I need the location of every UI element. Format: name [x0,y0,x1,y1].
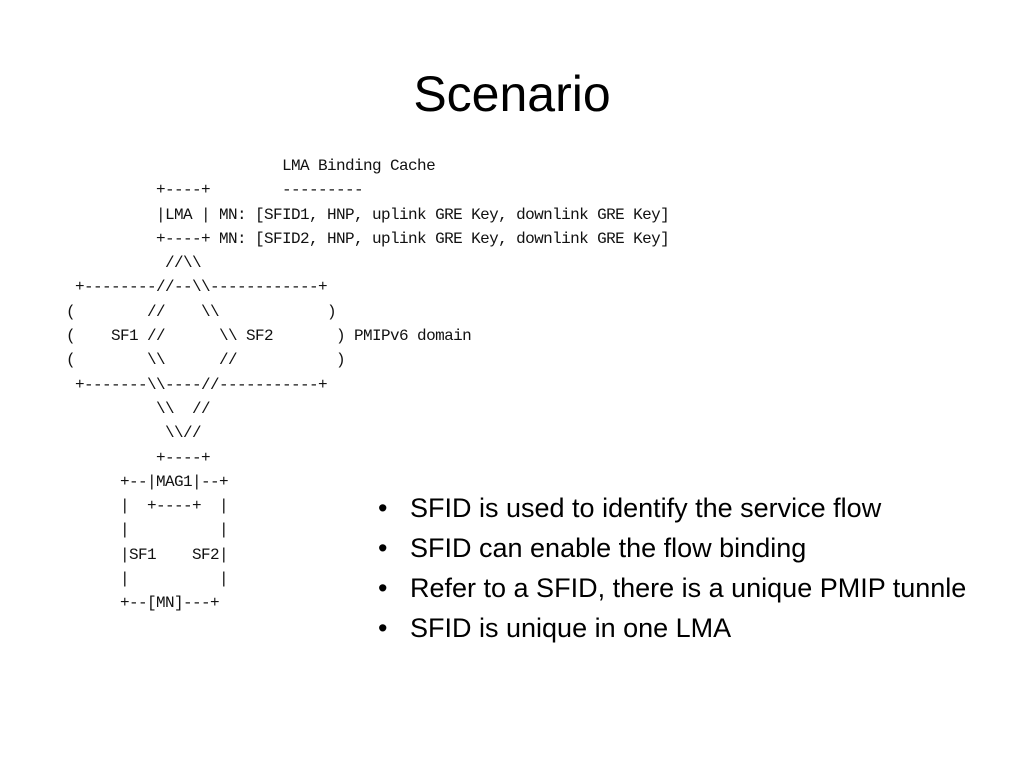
bullet-item: SFID is used to identify the service flo… [378,488,978,528]
pmipv6-ascii-diagram: LMA Binding Cache +----+ --------- |LMA … [66,157,670,613]
bullet-item: SFID is unique in one LMA [378,608,978,648]
bullet-item: Refer to a SFID, there is a unique PMIP … [378,568,978,608]
bullet-list: SFID is used to identify the service flo… [378,488,978,648]
bullet-item: SFID can enable the flow binding [378,528,978,568]
slide-title: Scenario [413,66,611,122]
